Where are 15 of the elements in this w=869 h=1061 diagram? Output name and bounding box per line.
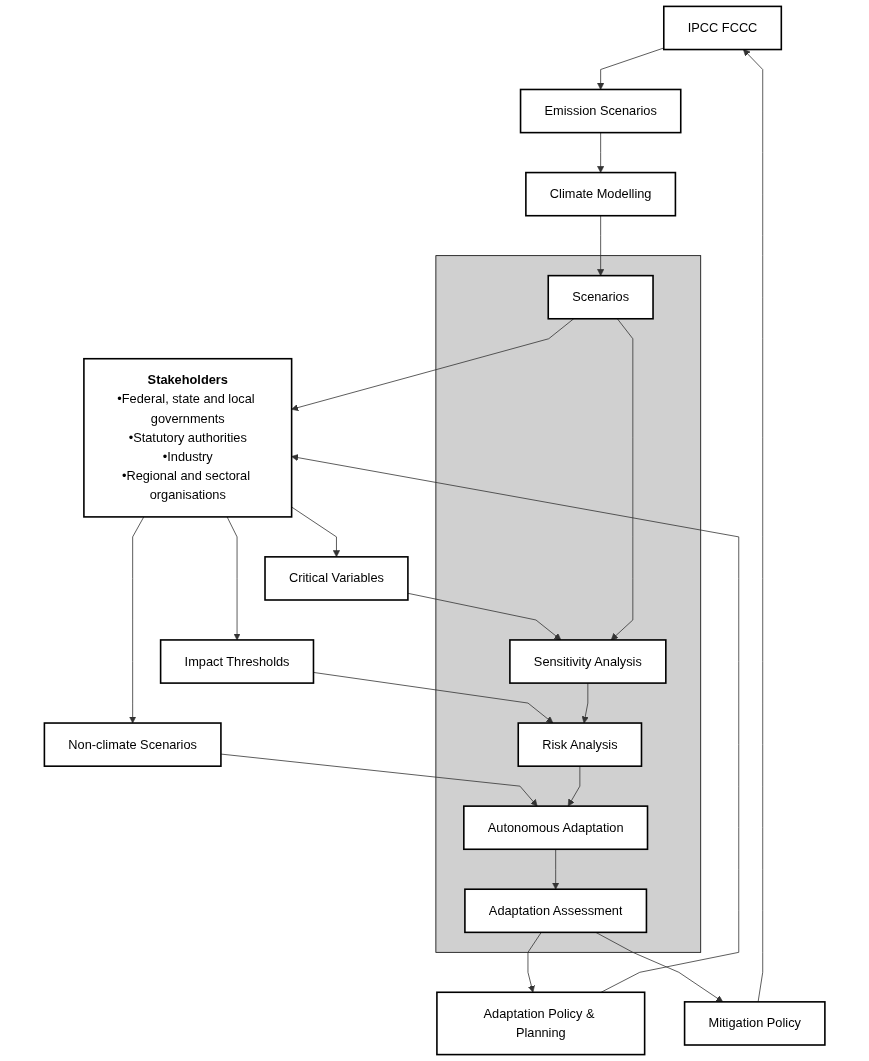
node-box: Scenarios	[547, 274, 654, 320]
cluster	[435, 255, 701, 953]
node-box: Autonomous Adaptation	[462, 805, 649, 851]
node-box: Stakeholders •Federal, state and local governments •Statutory authorities •Industry •Regional and sectoral organisations	[82, 357, 293, 518]
node-box: Emission Scenarios	[519, 88, 682, 134]
node-box: Climate Modelling	[524, 171, 677, 217]
node-box: Adaptation Assessment	[463, 888, 648, 934]
node-box: Non-climate Scenarios	[43, 722, 222, 767]
node-box: Sensitivity Analysis	[508, 639, 667, 684]
node-box: Critical Variables	[264, 556, 409, 601]
node-box: Impact Thresholds	[159, 639, 315, 684]
node-box: IPCC FCCC	[662, 5, 782, 51]
node-box: Risk Analysis	[517, 722, 643, 767]
node-box: Mitigation Policy	[683, 1001, 826, 1046]
node-box: Adaptation Policy & Planning	[435, 991, 646, 1056]
